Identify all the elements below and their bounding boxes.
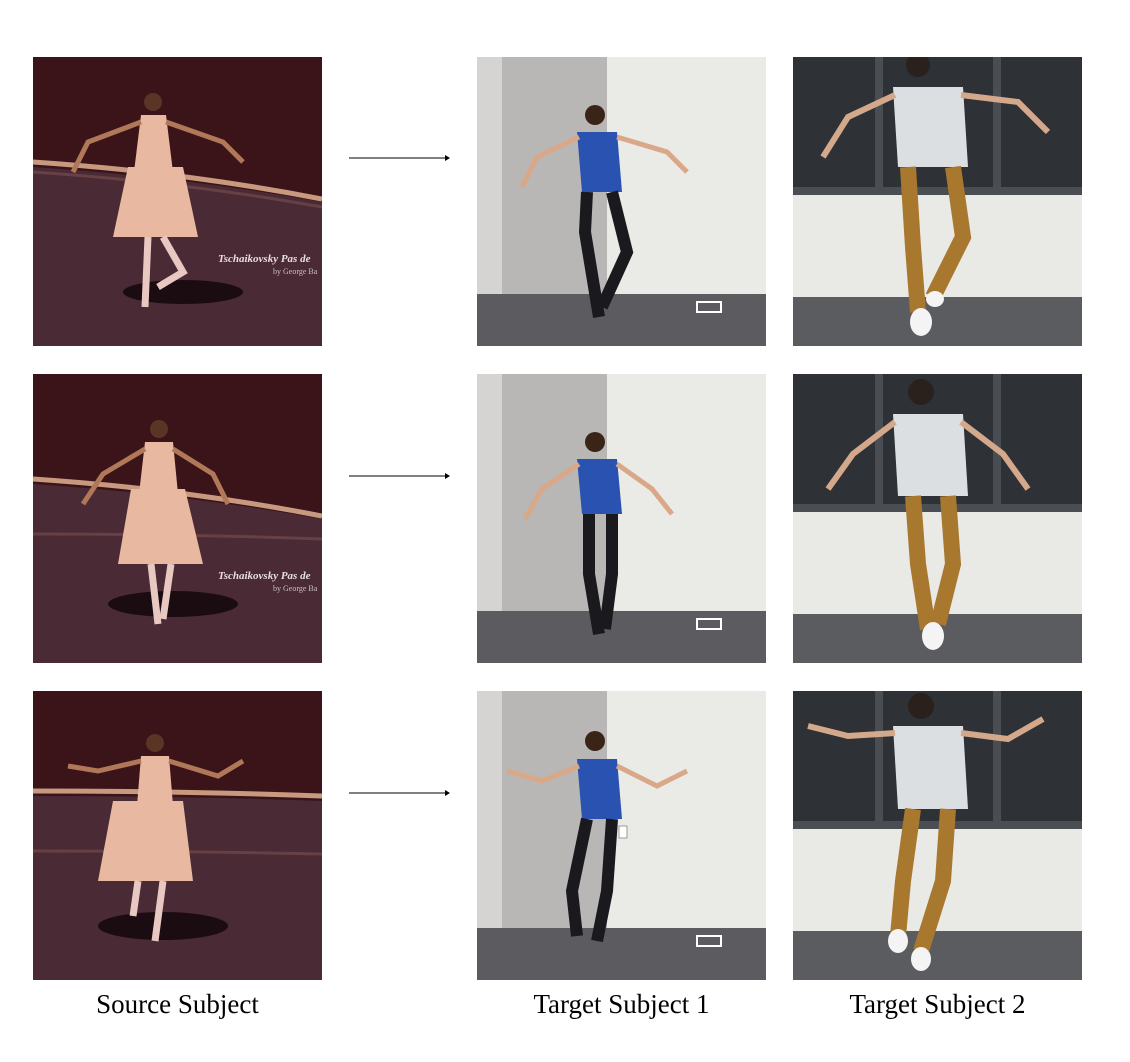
source-subject-frame-1: Tschaikovsky Pas de by George Ba xyxy=(33,57,322,346)
caption-target-subject-1: Target Subject 1 xyxy=(533,989,710,1019)
caption-source-subject: Source Subject xyxy=(96,989,259,1019)
target-subject-2-frame-2 xyxy=(793,374,1082,663)
target-subject-2-image xyxy=(793,691,1082,980)
target-subject-2-frame-1 xyxy=(793,57,1082,346)
arrow-icon xyxy=(349,473,450,479)
target-subject-1-image xyxy=(477,374,766,663)
source-subject-image: Tschaikovsky Pas de by George Ba xyxy=(33,374,322,663)
target-subject-2-frame-3 xyxy=(793,691,1082,980)
arrow-icon xyxy=(349,790,450,796)
target-subject-2-image xyxy=(793,57,1082,346)
target-subject-1-image xyxy=(477,57,766,346)
overlay-title: Tschaikovsky Pas de xyxy=(218,570,311,582)
target-subject-2-image xyxy=(793,374,1082,663)
source-subject-image: Tschaikovsky Pas de by George Ba xyxy=(33,57,322,346)
overlay-title: Tschaikovsky Pas de xyxy=(218,253,311,265)
arrow-icon xyxy=(349,155,450,161)
source-subject-frame-2: Tschaikovsky Pas de by George Ba xyxy=(33,374,322,663)
target-subject-1-image xyxy=(477,691,766,980)
target-subject-1-frame-1 xyxy=(477,57,766,346)
target-subject-1-frame-2 xyxy=(477,374,766,663)
source-subject-frame-3 xyxy=(33,691,322,980)
target-subject-1-frame-3 xyxy=(477,691,766,980)
caption-target-subject-2: Target Subject 2 xyxy=(849,989,1026,1019)
overlay-credit: by George Ba xyxy=(273,267,318,276)
overlay-credit: by George Ba xyxy=(273,584,318,593)
source-subject-image xyxy=(33,691,322,980)
